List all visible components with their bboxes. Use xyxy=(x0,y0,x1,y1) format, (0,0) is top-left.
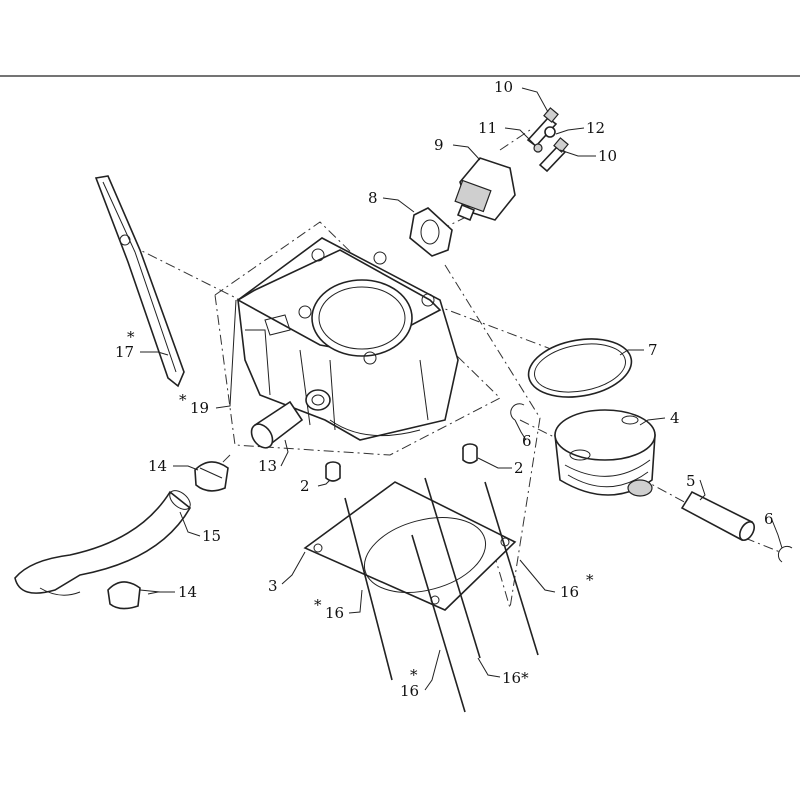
label-6-left: 6 xyxy=(522,432,532,450)
label-10-top: 10 xyxy=(494,78,513,96)
leader-lines xyxy=(140,87,783,691)
label-9: 9 xyxy=(434,136,444,154)
label-14-top: 14 xyxy=(148,457,167,475)
label-8: 8 xyxy=(368,189,378,207)
label-16-left: 16 xyxy=(325,604,344,622)
label-10-right: 10 xyxy=(598,147,617,165)
cylinder-block-part xyxy=(236,237,459,441)
label-17-star: * xyxy=(127,328,135,346)
piston-part xyxy=(554,409,656,497)
part-number-labels: 10 11 12 10 9 8 7 4 6 5 6 2 2 3 14 14 15… xyxy=(115,78,774,700)
label-16-right: 16 xyxy=(560,583,579,601)
tensioner-bolts-part xyxy=(526,107,569,173)
piston-ring-part xyxy=(527,338,633,398)
label-16-left-star: * xyxy=(314,596,322,614)
coolant-hose-part xyxy=(14,490,192,596)
label-19-star: * xyxy=(179,391,187,409)
label-2-left: 2 xyxy=(300,477,310,495)
circlip-part xyxy=(510,403,793,563)
piston-pin-part xyxy=(680,490,756,542)
water-fitting-part xyxy=(250,400,304,449)
label-15: 15 xyxy=(202,527,221,545)
label-16-bottom-right: 16* xyxy=(502,669,529,687)
hose-clamp-part xyxy=(107,461,229,610)
cylinder-stud-part xyxy=(344,477,539,713)
label-14-bottom: 14 xyxy=(178,583,197,601)
label-2-right: 2 xyxy=(514,459,524,477)
label-5: 5 xyxy=(686,472,696,490)
label-17: 17 xyxy=(115,343,134,361)
label-12: 12 xyxy=(586,119,605,137)
cylinder-base-gasket-part xyxy=(303,481,517,611)
dowel-pin-part xyxy=(325,443,478,482)
chain-guide-part xyxy=(94,175,185,388)
cam-chain-tensioner-part xyxy=(454,157,516,222)
label-16-right-star: * xyxy=(586,571,594,589)
label-13: 13 xyxy=(258,457,277,475)
tensioner-gasket-part xyxy=(409,207,453,257)
label-11: 11 xyxy=(478,119,497,137)
label-19: 19 xyxy=(190,399,209,417)
label-7: 7 xyxy=(648,341,658,359)
label-3: 3 xyxy=(268,577,278,595)
label-4: 4 xyxy=(670,409,680,427)
label-16-bottom-star: * xyxy=(410,666,418,684)
label-16-bottom: 16 xyxy=(400,682,419,700)
label-6-right: 6 xyxy=(764,510,774,528)
